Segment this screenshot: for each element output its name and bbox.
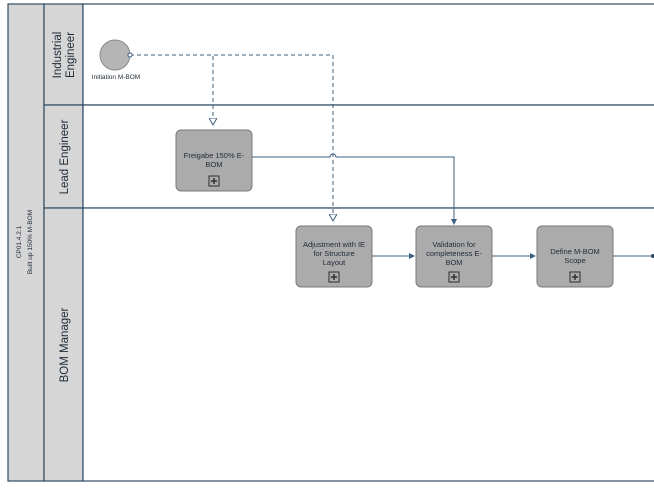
message-flow-to-adjustment bbox=[130, 54, 333, 220]
lane-header-bom-manager bbox=[43, 207, 84, 482]
plus-box-icon bbox=[328, 271, 340, 283]
task-label-line: for Structure bbox=[313, 249, 354, 258]
plus-box-icon bbox=[448, 271, 460, 283]
task-adjustment-with-ie[interactable]: Adjustment with IE for Structure Layout bbox=[295, 225, 373, 288]
pool-label-line1: CP01.4.2.1 bbox=[16, 225, 23, 258]
lane-label-industrial-line2: Engineer bbox=[65, 32, 77, 78]
plus-box-icon bbox=[208, 175, 220, 187]
lane-label-bom-manager: BOM Manager bbox=[59, 307, 71, 382]
task-label-line: Validation for bbox=[432, 240, 476, 249]
task-label-line: BOM bbox=[445, 258, 462, 267]
pool-header bbox=[7, 3, 45, 482]
task-label-line: Scope bbox=[564, 256, 585, 265]
flow-endpoint-dot bbox=[651, 254, 654, 258]
lane-label-industrial-line1: Industrial bbox=[52, 32, 64, 79]
task-freigabe-150-ebom[interactable]: Freigabe 150% E- BOM bbox=[175, 129, 253, 192]
pool-label-line2: Built up 150% M-BOM bbox=[27, 210, 34, 274]
lane-industrial-engineer bbox=[82, 3, 654, 106]
task-label-line: BOM bbox=[205, 160, 222, 169]
task-label-line: Define M-BOM bbox=[550, 247, 600, 256]
task-define-mbom-scope[interactable]: Define M-BOM Scope bbox=[536, 225, 614, 288]
lane-label-lead-engineer: Lead Engineer bbox=[59, 119, 71, 194]
task-label-line: Adjustment with IE bbox=[303, 240, 365, 249]
start-event-label: Initiation M-BOM bbox=[92, 74, 140, 81]
lane-header-industrial-engineer bbox=[43, 3, 84, 106]
task-label-line: Freigabe 150% E- bbox=[184, 151, 245, 160]
task-label-line: Layout bbox=[323, 258, 346, 267]
sequence-flow-freigabe-to-validation bbox=[252, 153, 457, 225]
message-flow-origin-dot bbox=[127, 52, 133, 58]
task-label-line: completeness E- bbox=[426, 249, 482, 258]
plus-box-icon bbox=[569, 271, 581, 283]
message-flow-to-freigabe bbox=[130, 54, 213, 124]
lane-header-lead-engineer bbox=[43, 104, 84, 209]
start-event[interactable] bbox=[99, 39, 131, 71]
task-validation-completeness[interactable]: Validation for completeness E- BOM bbox=[415, 225, 493, 288]
